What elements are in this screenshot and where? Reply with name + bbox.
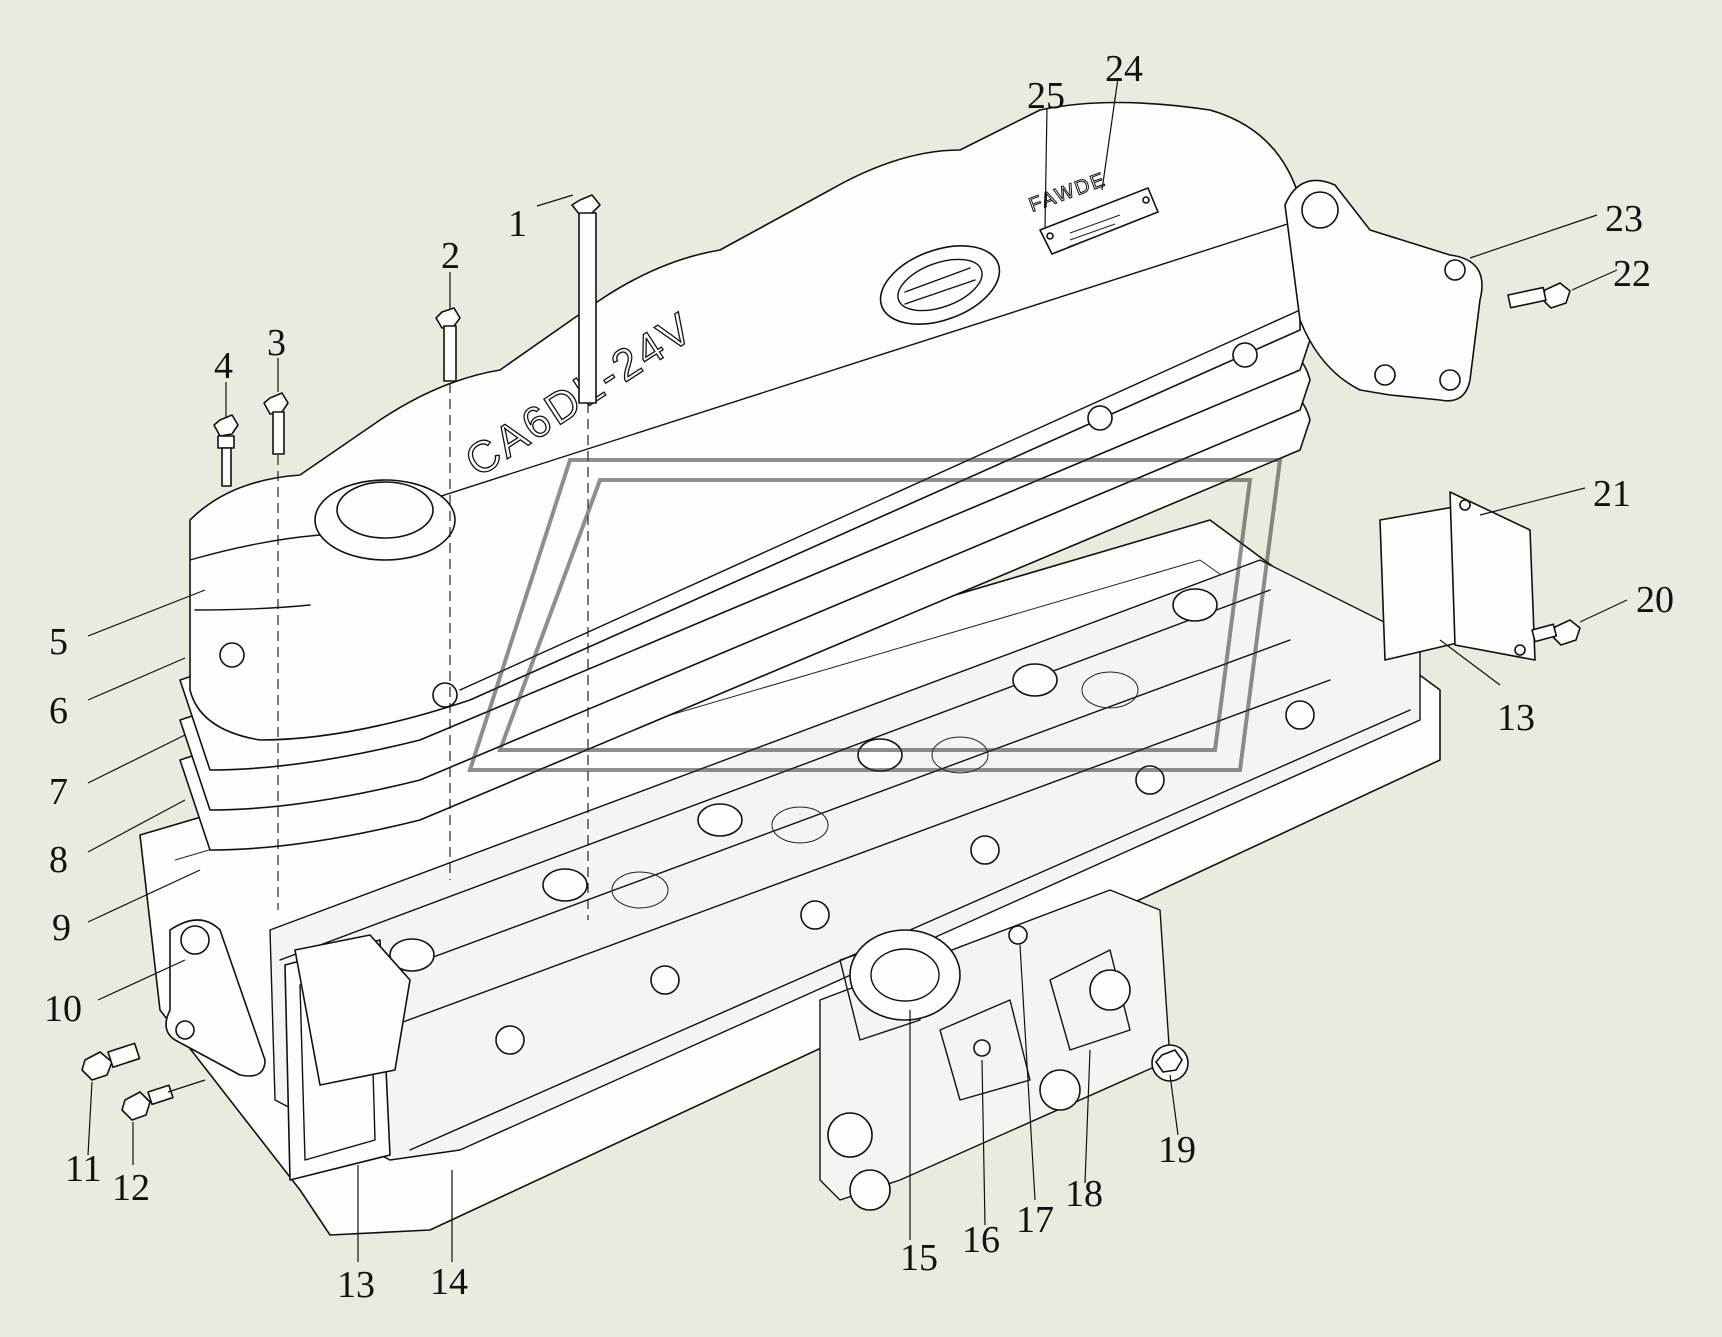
callout-9: 9 <box>52 907 71 949</box>
valve-cover: CA6DL-24V FAWDE <box>189 101 1301 741</box>
callout-23: 23 <box>1605 198 1643 240</box>
end-cover-plate-rear <box>1379 491 1536 661</box>
callout-12: 12 <box>112 1167 150 1209</box>
watermark-logo <box>467 458 1283 772</box>
callout-8: 8 <box>49 839 68 881</box>
bolt-11 <box>81 1042 141 1081</box>
callout-13-front: 13 <box>337 1264 375 1306</box>
bolt-3 <box>263 392 289 910</box>
callout-24: 24 <box>1105 48 1143 90</box>
callout-2: 2 <box>441 235 460 277</box>
bolt-20 <box>1531 619 1581 646</box>
lifting-bracket-front <box>165 919 266 1077</box>
callout-5: 5 <box>49 621 68 663</box>
callout-14: 14 <box>430 1261 468 1303</box>
nameplate <box>1039 187 1159 255</box>
lifting-bracket-rear <box>1284 179 1483 402</box>
bolt-2 <box>435 307 461 880</box>
callout-21: 21 <box>1593 473 1631 515</box>
bolt-4 <box>213 414 239 487</box>
bolt-22 <box>1507 282 1571 309</box>
thermostat-housing <box>294 934 411 1086</box>
callout-22: 22 <box>1613 253 1651 295</box>
callout-10: 10 <box>44 988 82 1030</box>
cylinder-head <box>269 559 1421 1161</box>
callout-11: 11 <box>65 1148 102 1190</box>
exhaust-manifold <box>819 889 1189 1211</box>
callout-25: 25 <box>1027 75 1065 117</box>
callout-3: 3 <box>267 322 286 364</box>
callout-20: 20 <box>1636 579 1674 621</box>
bolt-1 <box>571 194 601 920</box>
callout-4: 4 <box>214 345 233 387</box>
callout-6: 6 <box>49 690 68 732</box>
callout-labels: 1 2 3 4 5 6 7 8 9 10 11 12 13 13 14 15 1… <box>44 48 1674 1306</box>
callout-15: 15 <box>900 1237 938 1279</box>
callout-7: 7 <box>49 771 68 813</box>
brand-logo-emblem <box>879 245 1001 325</box>
callout-13-rear: 13 <box>1497 697 1535 739</box>
bolt-12 <box>121 1079 206 1121</box>
nut-19 <box>1155 1049 1183 1073</box>
callout-19: 19 <box>1158 1129 1196 1171</box>
callout-18: 18 <box>1065 1173 1103 1215</box>
leader-lines <box>87 77 1628 1262</box>
callout-16: 16 <box>962 1219 1000 1261</box>
callout-1: 1 <box>508 203 527 245</box>
callout-17: 17 <box>1016 1199 1054 1241</box>
